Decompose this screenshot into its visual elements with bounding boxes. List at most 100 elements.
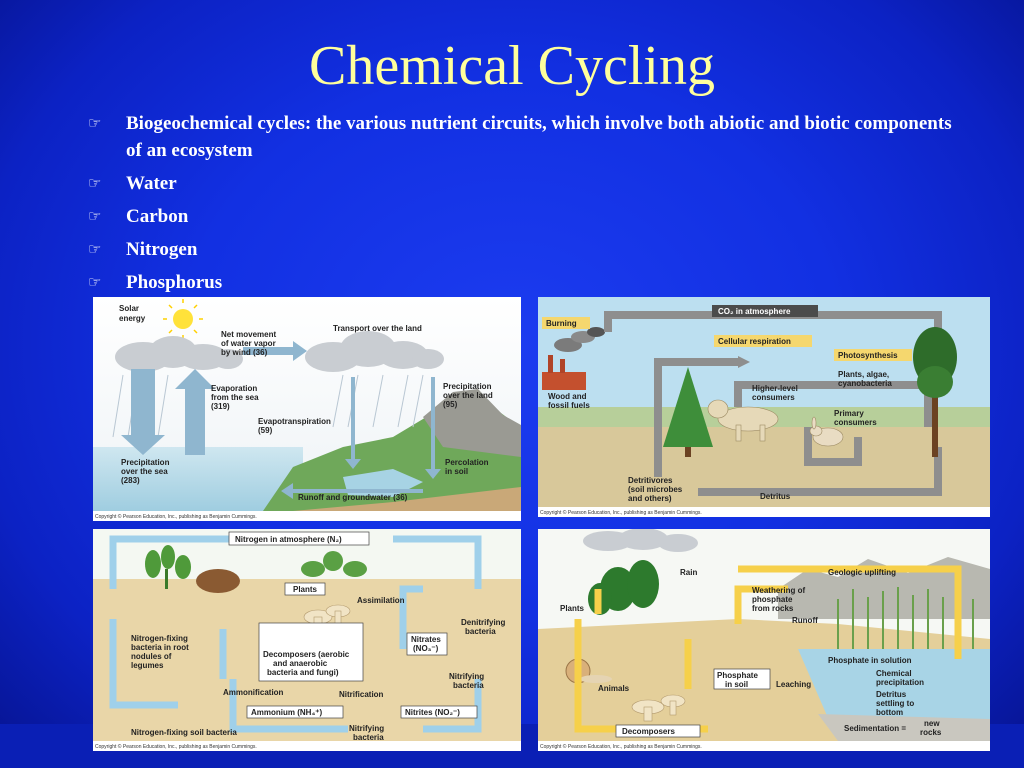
svg-text:Sedimentation =: Sedimentation = xyxy=(844,724,906,733)
svg-text:settling to: settling to xyxy=(876,699,914,708)
svg-text:Runoff: Runoff xyxy=(792,616,818,625)
svg-text:Nitrates: Nitrates xyxy=(411,635,441,644)
svg-text:Nitrogen in atmosphere (N₂): Nitrogen in atmosphere (N₂) xyxy=(235,535,342,544)
mushroom-icon xyxy=(631,694,686,722)
svg-text:Copyright © Pearson Education,: Copyright © Pearson Education, Inc., pub… xyxy=(540,509,702,516)
svg-text:and anaerobic: and anaerobic xyxy=(273,659,328,668)
svg-text:Photosynthesis: Photosynthesis xyxy=(838,351,898,360)
svg-text:Nitrites (NO₂⁻): Nitrites (NO₂⁻) xyxy=(405,708,460,717)
svg-text:bacteria: bacteria xyxy=(453,681,484,690)
svg-text:Percolation: Percolation xyxy=(445,458,489,467)
svg-text:in soil: in soil xyxy=(725,680,748,689)
gopher-icon xyxy=(196,569,240,593)
bullet-item: ☞Biogeochemical cycles: the various nutr… xyxy=(88,113,952,161)
svg-text:rocks: rocks xyxy=(920,728,942,737)
svg-text:of water vapor: of water vapor xyxy=(221,339,276,348)
rabbit-icon xyxy=(809,416,844,447)
svg-text:over the sea: over the sea xyxy=(121,467,168,476)
svg-text:Runoff and groundwater (36): Runoff and groundwater (36) xyxy=(298,493,408,502)
svg-text:cyanobacteria: cyanobacteria xyxy=(838,379,892,388)
svg-text:Denitrifying: Denitrifying xyxy=(461,618,506,627)
svg-text:Copyright © Pearson Education,: Copyright © Pearson Education, Inc., pub… xyxy=(95,743,257,750)
bullet-item: ☞Nitrogen xyxy=(88,236,958,263)
svg-text:from the sea: from the sea xyxy=(211,393,259,402)
svg-text:Nitrification: Nitrification xyxy=(339,690,384,699)
svg-text:Nitrogen-fixing soil bacteria: Nitrogen-fixing soil bacteria xyxy=(131,728,237,737)
svg-text:Evapotranspiration: Evapotranspiration xyxy=(258,417,331,426)
svg-text:from rocks: from rocks xyxy=(752,604,794,613)
svg-text:energy: energy xyxy=(119,314,146,323)
svg-text:Geologic uplifting: Geologic uplifting xyxy=(828,568,896,577)
pointing-hand-icon: ☞ xyxy=(88,242,102,258)
svg-text:Plants, algae,: Plants, algae, xyxy=(838,370,889,379)
svg-text:and others): and others) xyxy=(628,494,672,503)
svg-text:Higher-level: Higher-level xyxy=(752,384,798,393)
svg-text:phosphate: phosphate xyxy=(752,595,793,604)
svg-text:Chemical: Chemical xyxy=(876,669,912,678)
factory-icon xyxy=(542,327,605,390)
plant-icon xyxy=(301,551,367,577)
svg-text:Detritus: Detritus xyxy=(760,492,791,501)
svg-text:Copyright © Pearson Education,: Copyright © Pearson Education, Inc., pub… xyxy=(540,743,702,750)
svg-text:Net movement: Net movement xyxy=(221,330,276,339)
svg-text:Phosphate: Phosphate xyxy=(717,671,758,680)
svg-text:legumes: legumes xyxy=(131,661,164,670)
bullet-list: ☞Biogeochemical cycles: the various nutr… xyxy=(88,110,958,302)
svg-text:in soil: in soil xyxy=(445,467,468,476)
svg-text:Decomposers (aerobic: Decomposers (aerobic xyxy=(263,650,350,659)
svg-text:Assimilation: Assimilation xyxy=(357,596,405,605)
tree-icon xyxy=(663,367,713,457)
svg-text:Ammonium (NH₄⁺): Ammonium (NH₄⁺) xyxy=(251,708,322,717)
bullet-item: ☞Water xyxy=(88,170,958,197)
nitrogen-cycle-diagram: Nitrogen in atmosphere (N₂) Plants Assim… xyxy=(93,529,521,751)
svg-text:Weathering of: Weathering of xyxy=(752,586,806,595)
svg-text:Burning: Burning xyxy=(546,319,577,328)
svg-text:over the land: over the land xyxy=(443,391,493,400)
svg-text:(319): (319) xyxy=(211,402,230,411)
svg-text:Primary: Primary xyxy=(834,409,864,418)
tree-icon xyxy=(913,327,957,457)
svg-text:Wood and: Wood and xyxy=(548,392,587,401)
svg-text:fossil fuels: fossil fuels xyxy=(548,401,590,410)
lynx-icon xyxy=(707,399,779,442)
svg-text:(283): (283) xyxy=(121,476,140,485)
svg-text:Nitrifying: Nitrifying xyxy=(449,672,484,681)
svg-text:bacteria in root: bacteria in root xyxy=(131,643,189,652)
svg-text:bottom: bottom xyxy=(876,708,903,717)
svg-text:Precipitation: Precipitation xyxy=(443,382,492,391)
svg-text:Ammonification: Ammonification xyxy=(223,688,284,697)
svg-text:Detritus: Detritus xyxy=(876,690,907,699)
bullet-item: ☞Carbon xyxy=(88,203,958,230)
sun-icon xyxy=(173,309,193,329)
svg-text:consumers: consumers xyxy=(752,393,795,402)
svg-text:Leaching: Leaching xyxy=(776,680,811,689)
svg-text:Phosphate in solution: Phosphate in solution xyxy=(828,656,912,665)
bullet-item: ☞Phosphorus xyxy=(88,269,958,296)
svg-text:(59): (59) xyxy=(258,426,273,435)
svg-text:(soil microbes: (soil microbes xyxy=(628,485,683,494)
svg-text:nodules of: nodules of xyxy=(131,652,172,661)
svg-text:bacteria and fungi): bacteria and fungi) xyxy=(267,668,339,677)
svg-text:precipitation: precipitation xyxy=(876,678,924,687)
cloud-icon xyxy=(583,529,698,552)
svg-text:consumers: consumers xyxy=(834,418,877,427)
svg-text:Solar: Solar xyxy=(119,304,139,313)
svg-text:Copyright © Pearson Education,: Copyright © Pearson Education, Inc., pub… xyxy=(95,513,257,520)
svg-text:Rain: Rain xyxy=(680,568,697,577)
svg-text:bacteria: bacteria xyxy=(353,733,384,742)
svg-text:by wind (36): by wind (36) xyxy=(221,348,268,357)
svg-text:new: new xyxy=(924,719,940,728)
svg-text:Transport over the land: Transport over the land xyxy=(333,324,422,333)
phosphorus-cycle-diagram: Rain Geologic uplifting Plants Weatherin… xyxy=(538,529,990,751)
svg-text:(95): (95) xyxy=(443,400,458,409)
pointing-hand-icon: ☞ xyxy=(88,116,102,132)
slide-title: Chemical Cycling xyxy=(309,35,715,97)
carbon-cycle-diagram: CO₂ in atmosphere Burning Cellular respi… xyxy=(538,297,990,517)
cloud-icon xyxy=(115,336,243,372)
pointing-hand-icon: ☞ xyxy=(88,176,102,192)
water-cycle-diagram: Solar energy Net movement of water vapor… xyxy=(93,297,521,521)
svg-text:Plants: Plants xyxy=(560,604,585,613)
svg-text:(NO₃⁻): (NO₃⁻) xyxy=(413,644,439,653)
svg-text:Evaporation: Evaporation xyxy=(211,384,257,393)
svg-text:Plants: Plants xyxy=(293,585,318,594)
